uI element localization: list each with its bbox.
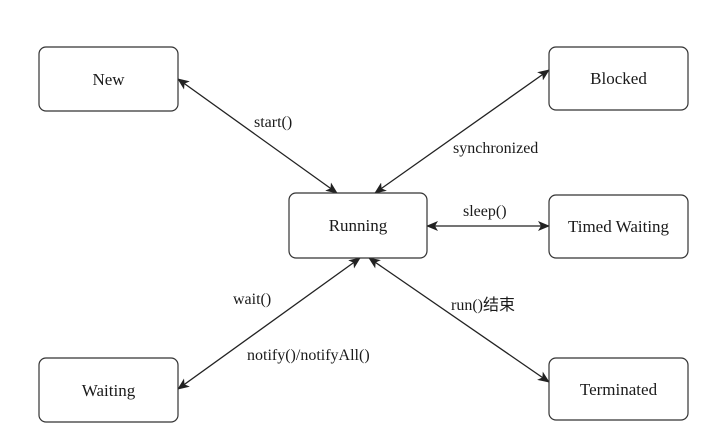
state-terminated-label: Terminated	[580, 380, 658, 399]
label-notify: notify()/notifyAll()	[247, 347, 370, 364]
edge-new-running	[177, 78, 338, 194]
state-running-label: Running	[329, 216, 388, 235]
state-new: New	[38, 46, 179, 112]
label-sleep: sleep()	[463, 203, 507, 220]
edge-running-waiting	[177, 257, 361, 390]
label-wait: wait()	[233, 291, 271, 308]
state-terminated: Terminated	[548, 357, 689, 421]
state-waiting: Waiting	[38, 357, 179, 423]
edge-running-terminated	[368, 257, 550, 383]
state-timed-waiting: Timed Waiting	[548, 194, 689, 259]
state-new-label: New	[92, 70, 125, 89]
state-blocked-label: Blocked	[590, 69, 647, 88]
state-waiting-label: Waiting	[82, 381, 136, 400]
label-run-end: run()结束	[451, 296, 515, 314]
label-synchronized: synchronized	[453, 140, 538, 157]
state-timed-waiting-label: Timed Waiting	[568, 217, 670, 236]
label-start: start()	[254, 114, 292, 131]
edges	[177, 69, 550, 390]
edge-labels: start() synchronized sleep() wait() noti…	[233, 114, 538, 364]
state-running: Running	[288, 192, 428, 259]
state-blocked: Blocked	[548, 46, 689, 111]
edge-running-blocked	[374, 69, 550, 194]
